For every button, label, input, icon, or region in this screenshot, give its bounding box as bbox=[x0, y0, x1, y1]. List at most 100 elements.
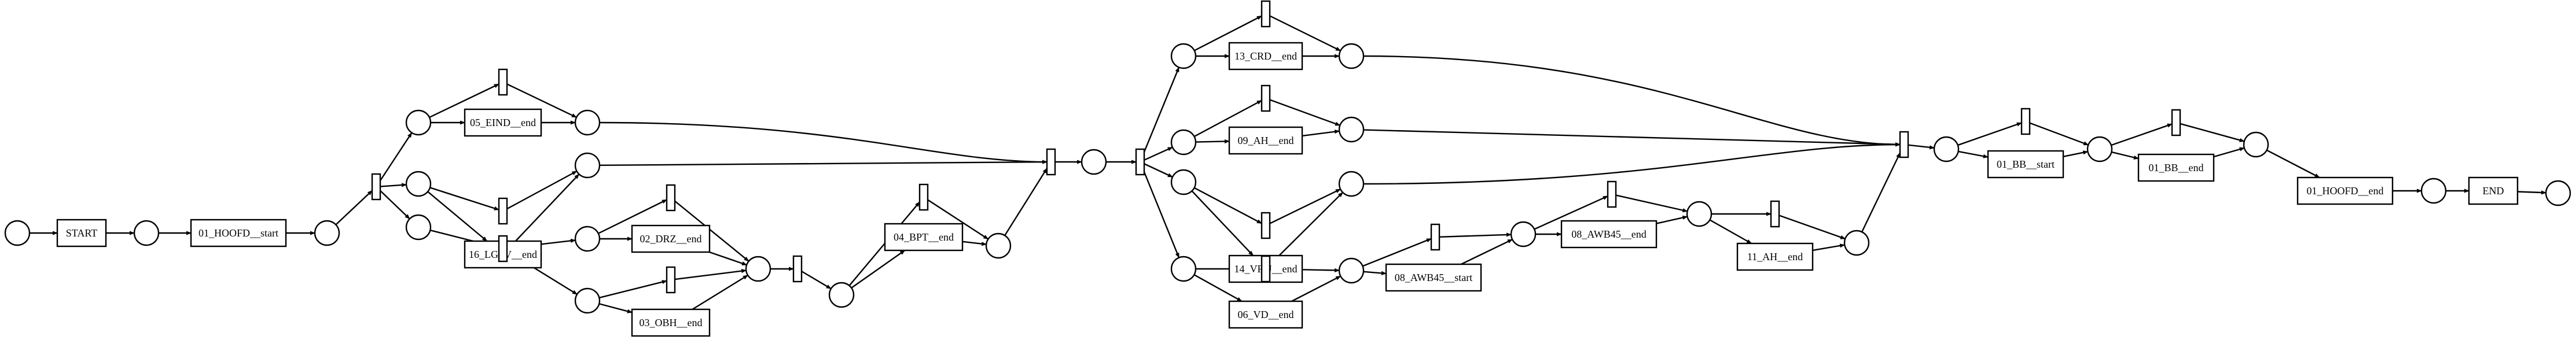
place bbox=[405, 171, 432, 197]
nodes: START01_HOOFD__start05_EIND__end16_LGSV_… bbox=[4, 0, 2571, 337]
transition-box bbox=[464, 108, 542, 137]
transition-label: 04_BPT__end bbox=[894, 231, 954, 243]
arc bbox=[2213, 147, 2245, 158]
arc bbox=[599, 160, 1048, 167]
silent-transition bbox=[1261, 0, 1271, 28]
silent-transition bbox=[666, 266, 676, 294]
arc bbox=[1194, 187, 1262, 224]
silent-transition bbox=[918, 183, 929, 211]
arc bbox=[515, 173, 580, 242]
place bbox=[1933, 136, 1960, 162]
place bbox=[828, 282, 855, 308]
transition-label: 06_VD__end bbox=[1238, 309, 1294, 320]
transition-vd-end: 06_VD__end bbox=[1228, 300, 1303, 329]
arc bbox=[599, 121, 1048, 164]
transition-box bbox=[1228, 42, 1303, 71]
arc bbox=[1439, 232, 1512, 238]
arc bbox=[1191, 190, 1254, 256]
transition-box bbox=[2468, 176, 2519, 205]
arc bbox=[674, 269, 747, 280]
transition-hoofd-start: 01_HOOFD__start bbox=[190, 219, 287, 247]
silent-transition bbox=[1770, 200, 1780, 228]
place bbox=[2420, 178, 2447, 204]
arc bbox=[692, 274, 748, 311]
place bbox=[745, 256, 771, 282]
transition-box bbox=[1385, 263, 1482, 292]
arc bbox=[1778, 215, 1846, 240]
transition-label: 01_BB__end bbox=[2148, 162, 2203, 173]
arc bbox=[1615, 194, 1688, 213]
place bbox=[1170, 256, 1197, 282]
transition-box bbox=[190, 219, 287, 247]
arc bbox=[927, 199, 989, 240]
transition-label: 13_CRD__end bbox=[1234, 50, 1297, 62]
arc bbox=[2111, 123, 2173, 146]
transition-label: 01_HOOFD__end bbox=[2307, 185, 2384, 197]
place bbox=[2086, 136, 2113, 162]
silent-transition bbox=[1261, 212, 1271, 239]
transition-label: 08_AWB45__end bbox=[1571, 228, 1647, 240]
arc bbox=[1363, 142, 1901, 185]
transition-label: 08_AWB45__start bbox=[1395, 272, 1473, 283]
transition-hoofd-end: 01_HOOFD__end bbox=[2296, 176, 2394, 205]
place bbox=[574, 152, 601, 179]
arc bbox=[674, 200, 749, 262]
arc bbox=[1812, 243, 1846, 252]
transition-label: 09_AH__end bbox=[1238, 135, 1294, 146]
silent-transition bbox=[1899, 131, 1909, 158]
transition-box bbox=[2296, 176, 2394, 205]
arc bbox=[2029, 122, 2089, 146]
arc bbox=[2180, 123, 2245, 142]
transition-drz-end: 02_DRZ__end bbox=[631, 224, 711, 253]
place bbox=[1170, 43, 1197, 69]
arc bbox=[598, 303, 633, 313]
transition-crd-end: 13_CRD__end bbox=[1228, 42, 1303, 71]
arc bbox=[1144, 146, 1173, 161]
arc bbox=[1461, 239, 1513, 265]
place bbox=[1338, 43, 1365, 69]
arc bbox=[1291, 275, 1342, 302]
arc bbox=[1908, 144, 1935, 150]
silent-transition bbox=[1607, 180, 1617, 208]
silent-transition bbox=[1135, 148, 1145, 176]
transition-label: 02_DRZ__end bbox=[640, 233, 702, 245]
arc bbox=[1363, 55, 1901, 147]
place bbox=[2243, 131, 2269, 158]
arc bbox=[851, 250, 906, 289]
arc bbox=[2266, 149, 2320, 179]
place bbox=[1170, 129, 1197, 156]
transition-box bbox=[1228, 300, 1303, 329]
arc bbox=[1193, 274, 1243, 302]
place bbox=[133, 220, 160, 246]
silent-transition bbox=[792, 255, 803, 283]
end-place bbox=[2545, 180, 2571, 206]
silent-transition bbox=[2171, 109, 2181, 136]
place bbox=[405, 109, 432, 136]
silent-transition bbox=[666, 184, 676, 212]
arc bbox=[335, 190, 373, 226]
arc bbox=[1957, 122, 2022, 146]
transition-label: 05_EIND__end bbox=[470, 117, 536, 128]
silent-transition bbox=[1430, 223, 1440, 251]
silent-transition bbox=[1261, 255, 1271, 283]
transition-box bbox=[631, 224, 711, 253]
arc bbox=[1958, 150, 1989, 158]
transition-awb45-end: 08_AWB45__end bbox=[1560, 220, 1658, 249]
arc bbox=[429, 83, 499, 119]
transition-ah09-end: 09_AH__end bbox=[1228, 126, 1303, 155]
silent-transition bbox=[498, 197, 508, 225]
transition-label: 03_OBH__end bbox=[640, 317, 703, 328]
place bbox=[574, 109, 601, 136]
transition-label: START bbox=[66, 227, 97, 239]
silent-transition bbox=[371, 173, 381, 201]
transition-end: END bbox=[2468, 176, 2519, 205]
arc bbox=[709, 251, 747, 266]
arc bbox=[506, 170, 578, 210]
arc bbox=[1269, 189, 1341, 224]
transition-label: 01_BB__start bbox=[1997, 158, 2055, 170]
place bbox=[1081, 149, 1107, 175]
transition-label: 11_AH__end bbox=[1747, 251, 1803, 263]
arc bbox=[1363, 129, 1901, 147]
place bbox=[1338, 171, 1365, 197]
arc bbox=[801, 271, 832, 290]
